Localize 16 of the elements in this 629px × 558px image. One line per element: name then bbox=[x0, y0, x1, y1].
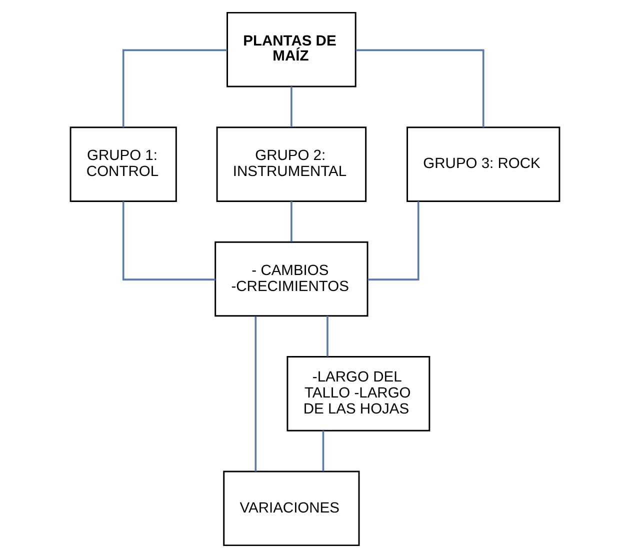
node-box: PLANTAS DE MAÍZ bbox=[226, 12, 356, 88]
connector bbox=[322, 430, 324, 472]
connector bbox=[367, 201, 419, 280]
node-box: GRUPO 2: INSTRUMENTAL bbox=[216, 126, 366, 202]
connector bbox=[290, 201, 292, 242]
node-box: VARIACIONES bbox=[222, 470, 360, 546]
node-box: - CAMBIOS -CRECIMIENTOS bbox=[214, 241, 368, 317]
connector bbox=[290, 86, 292, 128]
connector bbox=[355, 49, 484, 128]
node-box: GRUPO 1: CONTROL bbox=[69, 126, 176, 202]
connector bbox=[122, 49, 226, 128]
connector bbox=[326, 316, 328, 356]
node-box: GRUPO 3: ROCK bbox=[406, 126, 560, 202]
node-box: -LARGO DEL TALLO -LARGO DE LAS HOJAS bbox=[286, 356, 430, 432]
connector bbox=[122, 201, 215, 280]
connector bbox=[254, 316, 256, 472]
